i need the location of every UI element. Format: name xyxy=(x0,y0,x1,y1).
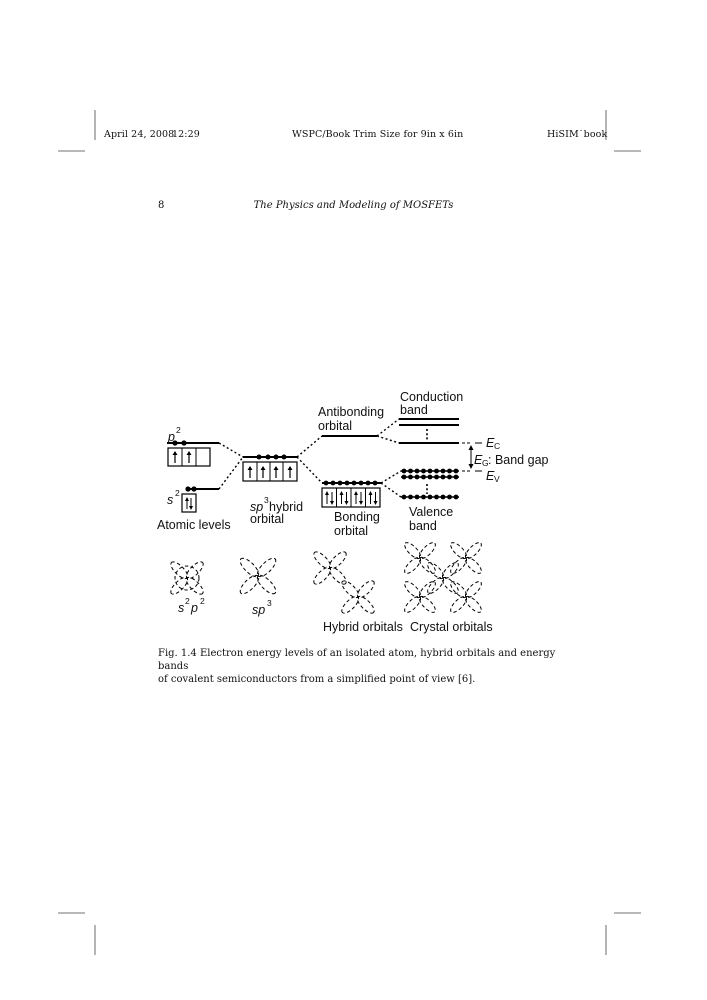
connector-lines xyxy=(296,435,323,484)
orbital-lobes xyxy=(404,581,436,613)
connector-lines xyxy=(376,418,402,498)
up-down-arrows-icon xyxy=(185,497,193,510)
label-bonding-2: orbital xyxy=(334,524,368,538)
caption-line-2: of covalent semiconductors from a simpli… xyxy=(158,674,476,685)
caption-line-1: Fig. 1.4 Electron energy levels of an is… xyxy=(158,648,556,672)
orbital-sketches xyxy=(170,542,482,614)
label-antibonding-2: orbital xyxy=(318,419,352,433)
up-arrow-icon xyxy=(186,451,192,463)
label-sp3-bottom: sp xyxy=(252,603,265,617)
label-s2p2-p: p xyxy=(190,601,198,615)
page-number: 8 xyxy=(158,200,165,211)
label-sp3-bottom-sup: 3 xyxy=(267,598,272,608)
label-valence-2: band xyxy=(409,519,437,533)
label-eg-text: : Band gap xyxy=(488,453,549,467)
label-sp3-sp: sp xyxy=(250,500,263,514)
label-p: p xyxy=(167,430,175,444)
label-s: s xyxy=(167,493,173,507)
orbital-lobes xyxy=(450,542,482,574)
label-ec: E xyxy=(486,436,495,450)
orbital-lobes xyxy=(341,580,375,614)
label-eg: E xyxy=(474,453,483,467)
label-conduction-2: band xyxy=(400,403,428,417)
crop-marks xyxy=(58,110,641,955)
label-valence-1: Valence xyxy=(409,505,453,519)
label-sp3-sup: 3 xyxy=(264,495,269,505)
running-title: The Physics and Modeling of MOSFETs xyxy=(253,200,454,211)
valence-band xyxy=(401,468,459,500)
header-time: 12:29 xyxy=(172,129,200,140)
bandgap-arrow-up-icon xyxy=(468,445,474,450)
label-s2p2-2a: 2 xyxy=(185,596,190,606)
label-atomic-levels: Atomic levels xyxy=(157,518,231,532)
atomic-s-level xyxy=(181,486,219,513)
bandgap-arrow-down-icon xyxy=(468,464,474,469)
bonding-level xyxy=(321,480,381,508)
label-sp3-orbital: orbital xyxy=(250,512,284,526)
figure-caption: Fig. 1.4 Electron energy levels of an is… xyxy=(158,647,558,686)
label-eg-sub: G xyxy=(482,458,489,468)
label-s2p2-2b: 2 xyxy=(200,596,205,606)
up-down-arrows-icon xyxy=(325,491,378,505)
up-arrow-icon xyxy=(260,466,266,478)
label-ev: E xyxy=(486,469,495,483)
conduction-band xyxy=(399,418,459,444)
connector-lines xyxy=(218,442,244,490)
label-p-sup: 2 xyxy=(176,425,181,435)
label-bonding-1: Bonding xyxy=(334,510,380,524)
orbital-lobes xyxy=(450,581,482,613)
label-ec-sub: C xyxy=(494,441,500,451)
up-arrow-icon xyxy=(287,466,293,478)
orbital-lobes xyxy=(313,551,347,585)
label-conduction-1: Conduction xyxy=(400,390,463,404)
label-crystal-orbitals: Crystal orbitals xyxy=(410,620,493,634)
label-hybrid-orbitals: Hybrid orbitals xyxy=(323,620,403,634)
orbital-lobes xyxy=(170,561,204,595)
sp3-hybrid-level xyxy=(242,454,298,482)
up-arrow-icon xyxy=(273,466,279,478)
label-s2p2-s: s xyxy=(178,601,184,615)
orbital-lobes xyxy=(404,542,436,574)
up-arrow-icon xyxy=(247,466,253,478)
header-date: April 24, 2008 xyxy=(104,129,175,140)
header-trim: WSPC/Book Trim Size for 9in x 6in xyxy=(292,129,464,140)
atomic-p-level xyxy=(167,440,219,467)
label-antibonding-1: Antibonding xyxy=(318,405,384,419)
label-ev-sub: V xyxy=(494,474,500,484)
header-book: HiSIM˙book xyxy=(547,129,608,140)
label-s-sup: 2 xyxy=(175,488,180,498)
up-arrow-icon xyxy=(172,451,178,463)
orbital-lobes xyxy=(427,562,459,594)
label-sp3-hybrid: hybrid xyxy=(269,500,303,514)
orbital-lobes xyxy=(239,557,277,595)
